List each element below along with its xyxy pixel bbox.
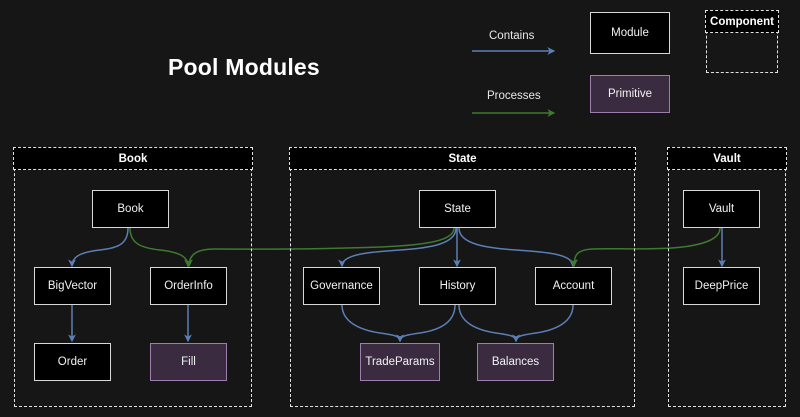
legend-processes-label: Processes [487,90,541,102]
node-vault[interactable]: Vault [683,190,760,228]
node-order[interactable]: Order [34,343,111,381]
container-book-label: Book [13,147,253,171]
node-book[interactable]: Book [92,190,169,228]
legend-component-label: Component [705,10,779,34]
node-fill[interactable]: Fill [150,343,227,381]
node-balances[interactable]: Balances [477,343,554,381]
node-orderinfo[interactable]: OrderInfo [150,267,227,305]
node-state[interactable]: State [419,190,496,228]
node-deepprice[interactable]: DeepPrice [683,267,760,305]
container-book: Book [13,147,253,407]
node-tradeparams[interactable]: TradeParams [360,343,440,381]
container-state: State [289,147,636,407]
node-bigvector[interactable]: BigVector [34,267,111,305]
legend-primitive-box: Primitive [590,75,670,113]
legend-component-box: Component [705,10,779,73]
page-title: Pool Modules [168,54,320,80]
container-vault: Vault [667,147,787,407]
node-governance[interactable]: Governance [303,267,380,305]
container-state-label: State [289,147,636,171]
legend-contains-label: Contains [489,30,535,42]
container-vault-label: Vault [667,147,787,171]
node-account[interactable]: Account [535,267,612,305]
legend-module-box: Module [590,12,670,54]
node-history[interactable]: History [419,267,496,305]
